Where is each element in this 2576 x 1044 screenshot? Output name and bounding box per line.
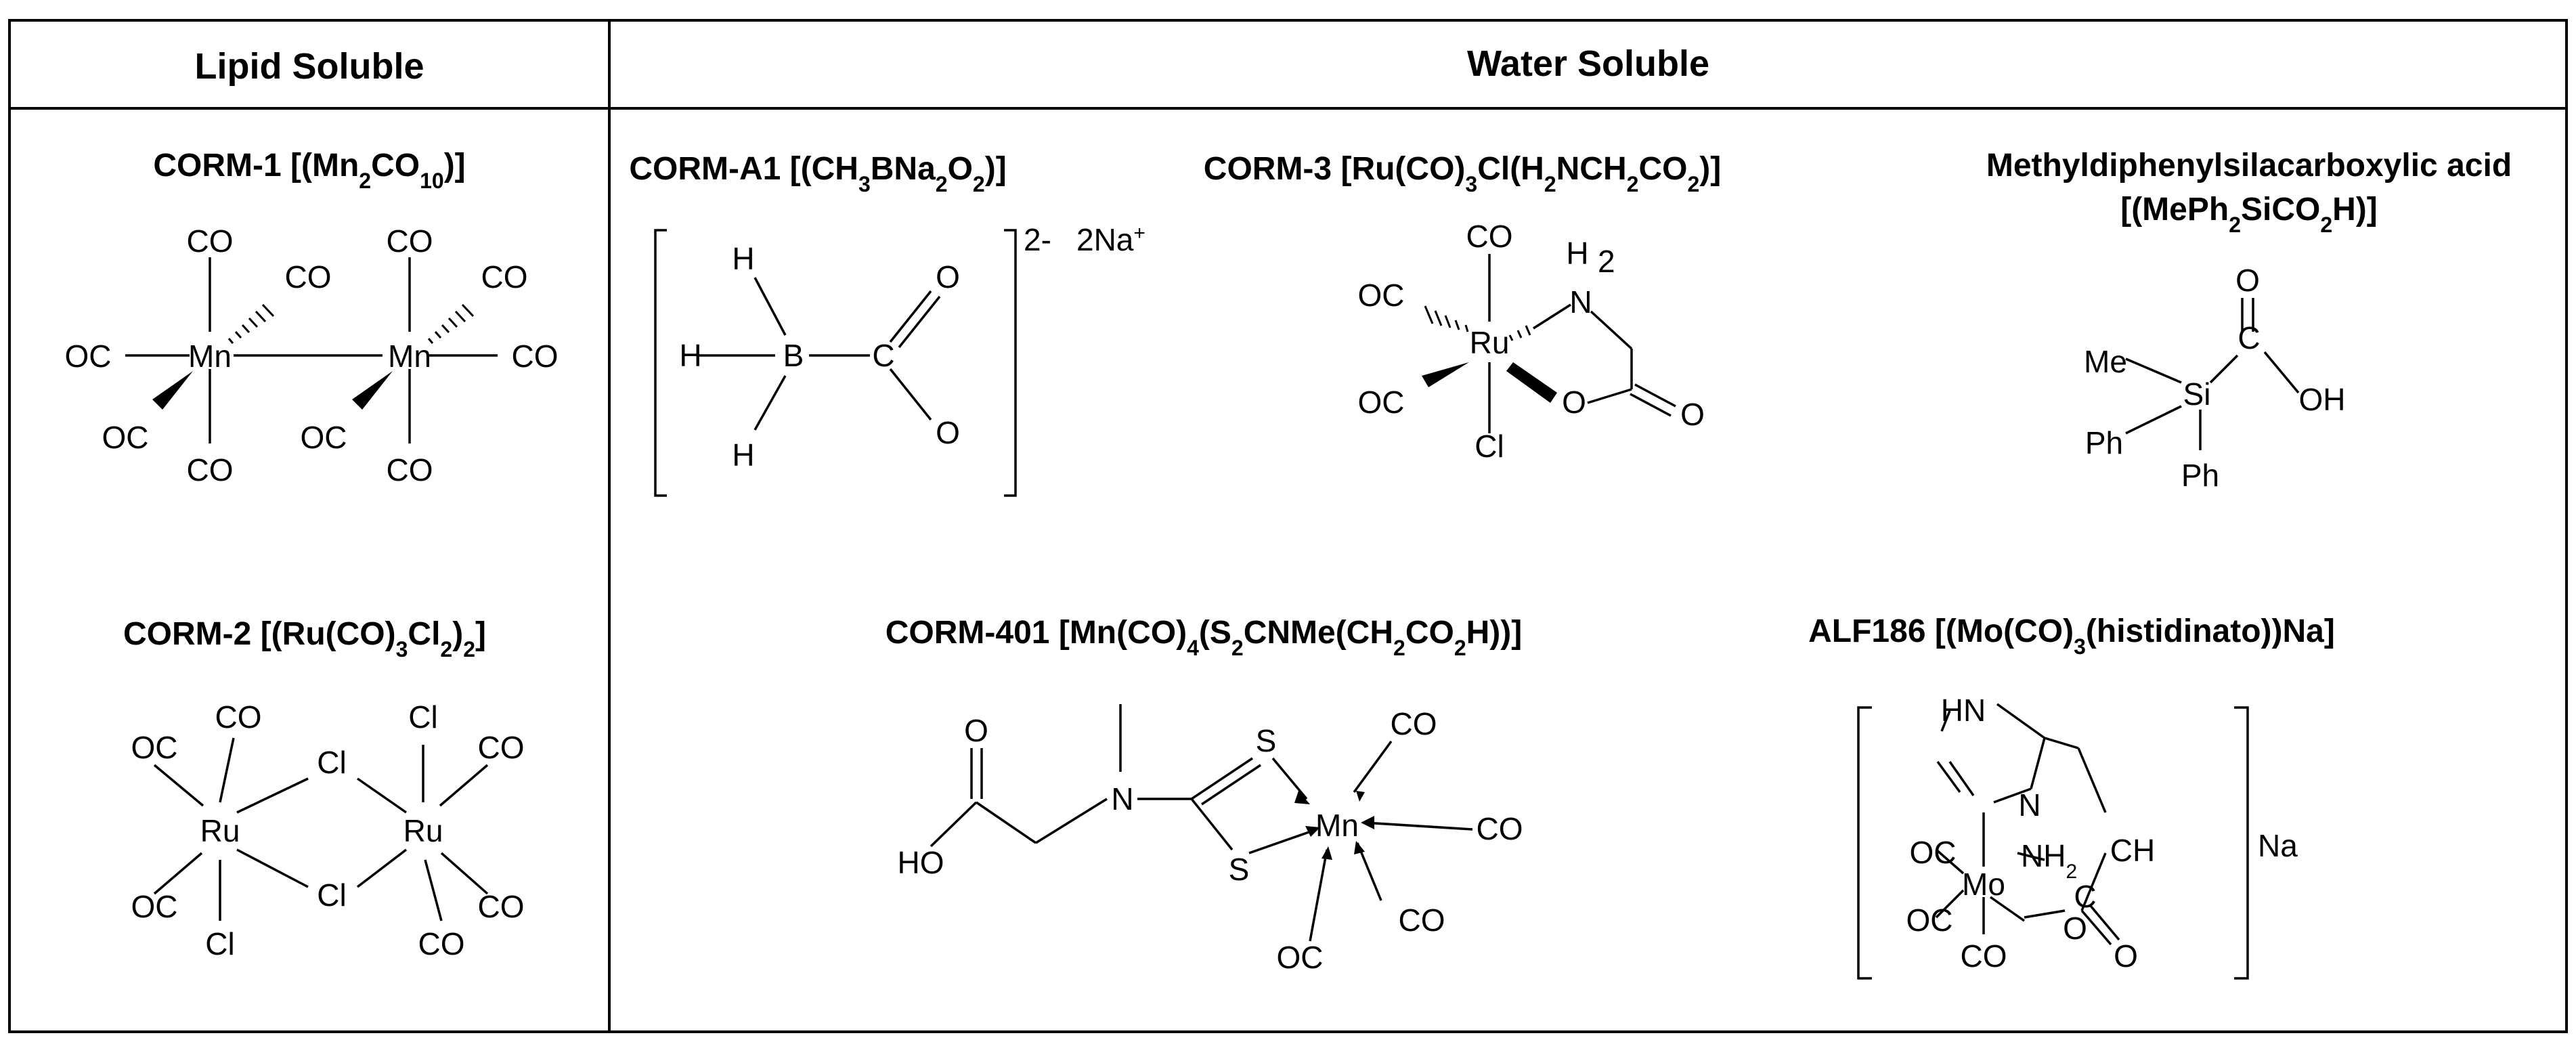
atom-label: CO <box>1466 219 1513 254</box>
charge-label: 2- <box>1024 222 1051 257</box>
atom-label: O <box>2063 911 2087 946</box>
atom-label: Cl <box>408 699 437 735</box>
atom-label: O <box>2114 938 2138 974</box>
alf186-title: ALF186 [(Mo(CO)3(histidinato))Na] <box>1808 613 2335 659</box>
atom-label: CO <box>1961 938 2007 974</box>
atom-label: H <box>1566 236 1588 271</box>
corm-401-title: CORM-401 [Mn(CO)4(S2CNMe(CH2CO2H))] <box>886 615 1522 660</box>
atom-label: CO <box>478 889 525 924</box>
atom-label: NH2 <box>2021 838 2077 883</box>
atom-label: OC <box>131 730 178 765</box>
atom-label: Ph <box>2085 425 2123 460</box>
silacarboxylic-acid-name: Methyldiphenylsilacarboxylic acid <box>1986 148 2512 183</box>
atom-label: CO <box>387 452 433 487</box>
counter-ion-label: Na <box>2258 828 2298 863</box>
atom-label: Si <box>2183 376 2211 412</box>
silacarboxylic-acid-formula: [(MePh2SiCO2H)] <box>2120 192 2378 237</box>
silacarboxylic-acid-compound: Methyldiphenylsilacarboxylic acid [(MePh… <box>1986 148 2512 493</box>
corm-401-structure: O N S CO Mn CO HO S OC CO <box>898 704 1523 975</box>
corm-3-title: CORM-3 [Ru(CO)3Cl(H2NCH2CO2)] <box>1204 151 1721 196</box>
atom-label: CO <box>478 730 525 765</box>
atom-label: Me <box>2084 344 2127 379</box>
atom-label: N <box>2018 787 2040 823</box>
atom-label: OH <box>2299 382 2346 417</box>
atom-label: Mn <box>188 339 232 374</box>
alf186-structure: HN N OC NH2 CH Mo OC O C CO O Na <box>1857 693 2298 980</box>
silacarboxylic-acid-structure: O Me Si C OH Ph Ph <box>2084 263 2345 493</box>
corm-1-title: CORM-1 [(Mn2CO10)] <box>153 148 465 193</box>
atom-label: Cl <box>1475 429 1504 464</box>
atom-label: O <box>936 415 960 450</box>
atom-label: CO <box>418 926 465 961</box>
corm-2-compound: CORM-2 [(Ru(CO)3Cl2)2] CO OC Cl Cl CO Ru… <box>123 616 524 961</box>
corm-1-compound: CORM-1 [(Mn2CO10)] CO CO CO CO OC Mn Mn … <box>65 148 559 487</box>
atom-label: B <box>783 338 804 373</box>
atom-label: OC <box>102 420 149 455</box>
corm-a1-title: CORM-A1 [(CH3BNa2O2)] <box>629 151 1006 196</box>
atom-label: CO <box>481 259 528 295</box>
atom-label: C <box>2237 320 2260 355</box>
atom-label: CO <box>387 223 433 259</box>
atom-label: CO <box>187 223 234 259</box>
atom-label: Ru <box>200 813 240 848</box>
atom-label: OC <box>1906 902 1953 938</box>
corm-401-compound: CORM-401 [Mn(CO)4(S2CNMe(CH2CO2H))] <box>886 615 1523 975</box>
counter-ion-label: 2Na+ <box>1076 222 1145 258</box>
alf186-compound: ALF186 [(Mo(CO)3(histidinato))Na] HN N <box>1808 613 2335 980</box>
atom-label: OC <box>1910 835 1957 870</box>
atom-label: C <box>2074 879 2096 914</box>
atom-label: CH <box>2110 833 2155 868</box>
corm-2-structure: CO OC Cl Cl CO Ru Ru OC Cl CO Cl CO <box>131 699 525 961</box>
corm-1-structure: CO CO CO CO OC Mn Mn CO OC OC CO CO <box>65 223 559 487</box>
atom-label: O <box>1680 397 1705 432</box>
atom-label: Ph <box>2181 458 2219 493</box>
atom-label: OC <box>1358 278 1405 313</box>
atom-label: OC <box>301 420 347 455</box>
atom-label: OC <box>1277 940 1324 975</box>
atom-label: Ru <box>1470 325 1510 360</box>
atom-label: C <box>872 338 894 373</box>
atom-label: N <box>1569 284 1592 320</box>
corm-3-structure: CO H 2 OC N Ru OC O O Cl <box>1358 219 1705 464</box>
atom-label: Mn <box>388 339 431 374</box>
atom-label: CO <box>215 699 262 735</box>
atom-label: N <box>1111 781 1133 817</box>
atom-label: O <box>2235 263 2260 298</box>
atom-label: Mo <box>1962 867 2005 902</box>
atom-label: H <box>732 241 754 276</box>
atom-label: OC <box>1358 385 1405 420</box>
atom-label: H <box>732 437 754 473</box>
atom-label: Cl <box>205 926 234 961</box>
atom-label: HN <box>1941 693 1986 728</box>
atom-label: CO <box>1391 706 1437 741</box>
atom-label: Ru <box>403 813 443 848</box>
atom-label: H <box>679 338 701 373</box>
atom-label: Cl <box>317 745 346 780</box>
atom-label: O <box>936 259 960 295</box>
atom-label: OC <box>65 339 112 374</box>
atom-label: O <box>1562 385 1586 420</box>
corm-3-compound: CORM-3 [Ru(CO)3Cl(H2NCH2CO2)] CO H 2 OC … <box>1204 151 1721 464</box>
atom-label: CO <box>1399 902 1445 938</box>
corm-2-title: CORM-2 [(Ru(CO)3Cl2)2] <box>123 616 486 661</box>
atom-label: O <box>964 713 988 748</box>
atom-label: CO <box>285 259 332 295</box>
atom-label: Mn <box>1315 808 1359 843</box>
atom-label: S <box>1256 723 1277 758</box>
corm-a1-compound: CORM-A1 [(CH3BNa2O2)] H H B C O O H 2- 2… <box>629 151 1145 497</box>
atom-label: CO <box>512 339 559 374</box>
atom-label: CO <box>187 452 234 487</box>
header-lipid-soluble: Lipid Soluble <box>195 46 424 87</box>
header-water-soluble: Water Soluble <box>1467 43 1709 84</box>
atom-label: HO <box>898 845 944 880</box>
atom-label: OC <box>131 889 178 924</box>
atom-label: S <box>1229 852 1250 887</box>
atom-label: CO <box>1477 811 1523 846</box>
table-border <box>8 19 2568 1033</box>
atom-label: Cl <box>317 877 346 913</box>
atom-label: 2 <box>1598 244 1615 279</box>
corm-a1-structure: H H B C O O H 2- 2Na+ <box>654 222 1145 497</box>
